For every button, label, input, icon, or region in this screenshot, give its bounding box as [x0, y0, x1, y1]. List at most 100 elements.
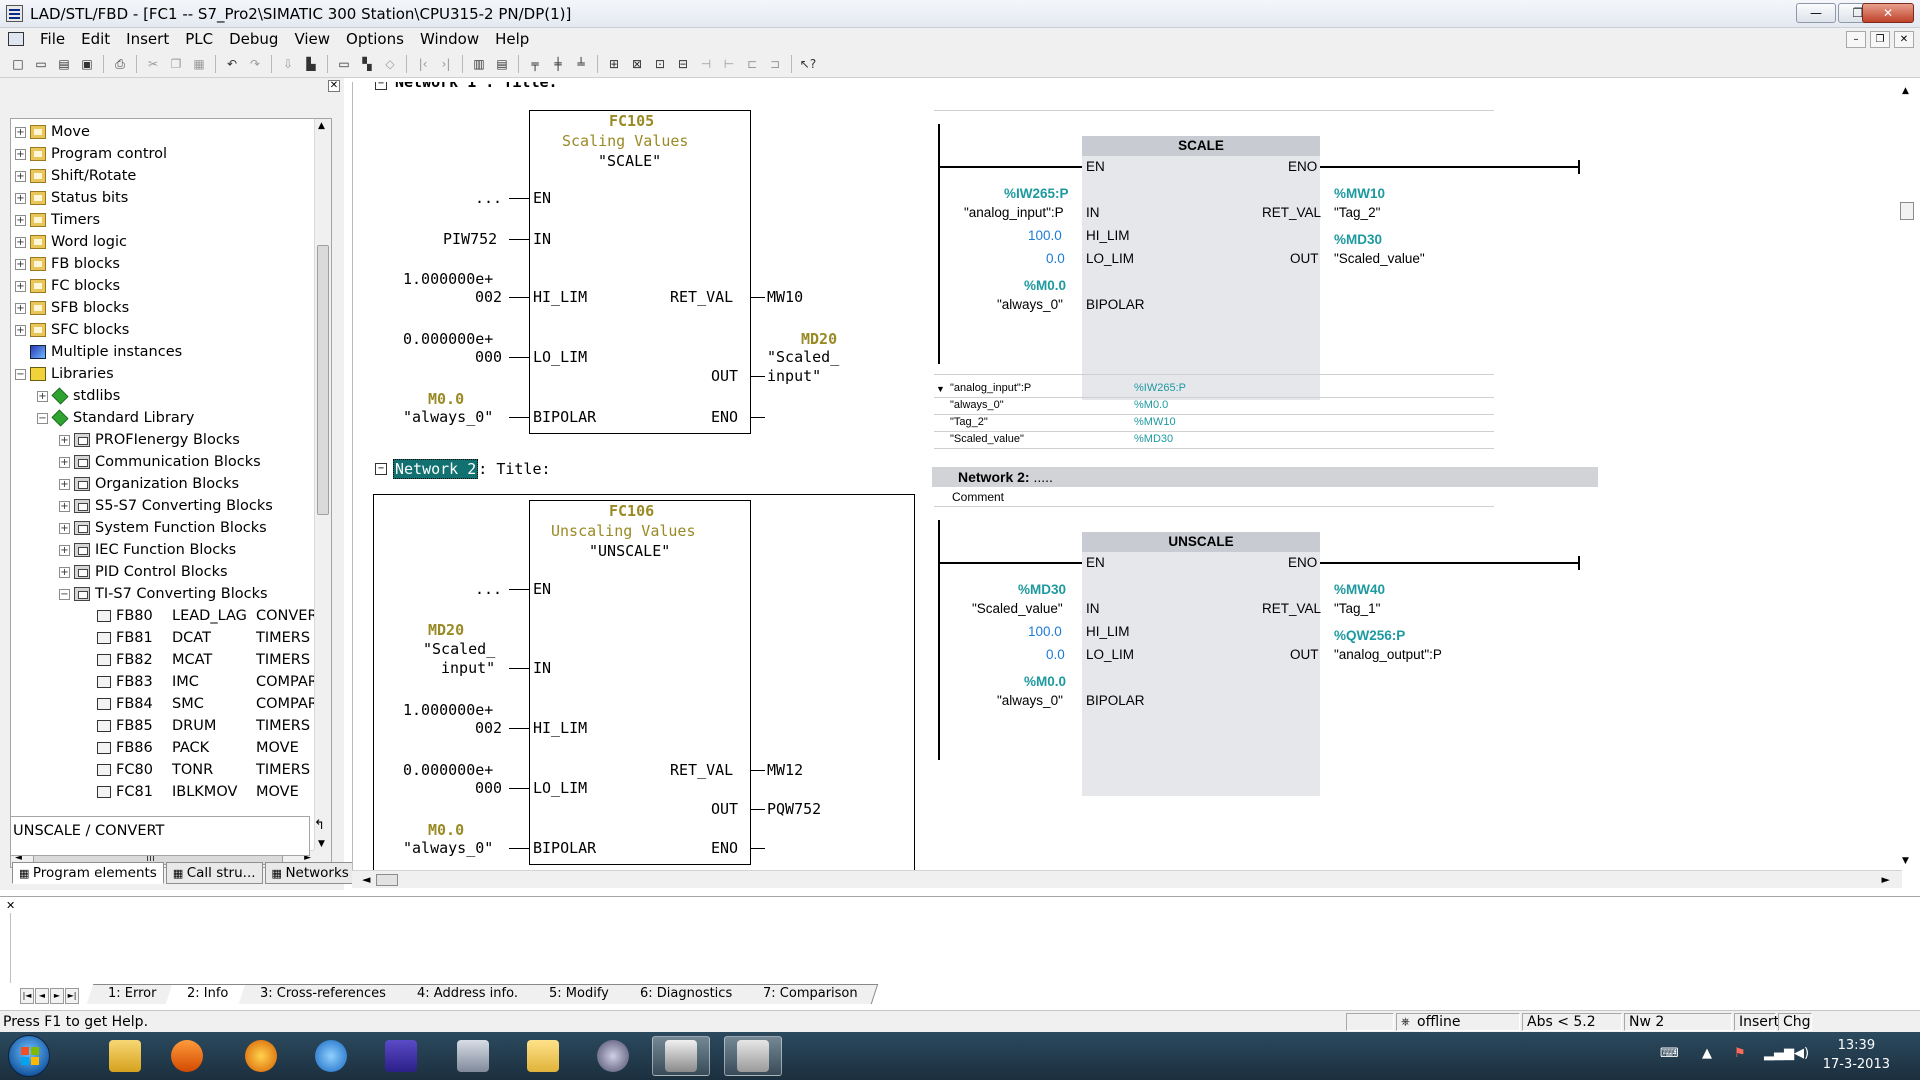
- expand-toggle-icon[interactable]: +: [15, 280, 26, 292]
- taskbar-lad-stl-fbd[interactable]: [724, 1036, 782, 1076]
- expand-toggle-icon[interactable]: +: [59, 478, 70, 490]
- menu-insert[interactable]: Insert: [126, 30, 170, 48]
- fbd-view-icon[interactable]: ⊠: [631, 57, 643, 71]
- scale-bip-symbol[interactable]: "always_0": [997, 297, 1063, 312]
- fc105-en-input[interactable]: ...: [475, 189, 503, 207]
- context-help-icon[interactable]: ↖?: [799, 57, 817, 71]
- expand-toggle-icon[interactable]: −: [59, 588, 70, 600]
- tray-volume-icon[interactable]: ◀): [1794, 1046, 1810, 1061]
- tree-item[interactable]: +IEC Function Blocks: [59, 539, 236, 561]
- unscale-hi-value[interactable]: 100.0: [1028, 624, 1062, 639]
- box-icon[interactable]: ⊡: [654, 57, 666, 71]
- tray-show-hidden-icon[interactable]: ▲: [1702, 1046, 1712, 1061]
- editor-vscroll-thumb[interactable]: [1900, 202, 1914, 220]
- tab-program-elements[interactable]: ▦ Program elements: [12, 862, 164, 884]
- unscale-ret-addr[interactable]: %MW40: [1334, 582, 1386, 597]
- taskbar-app-8[interactable]: [584, 1036, 642, 1076]
- menu-options[interactable]: Options: [346, 30, 404, 48]
- tree-item[interactable]: +FB blocks: [15, 253, 120, 275]
- taskbar-app-6[interactable]: [444, 1036, 502, 1076]
- network2-collapse-icon[interactable]: −: [375, 463, 387, 475]
- taskbar-app-9[interactable]: [652, 1036, 710, 1076]
- tree-item[interactable]: +Word logic: [15, 231, 127, 253]
- output-close-icon[interactable]: ✕: [6, 899, 16, 912]
- undo-icon[interactable]: ↶: [226, 57, 238, 71]
- editor-scroll-down-icon[interactable]: ▼: [1902, 856, 1909, 866]
- fc105-ret-value[interactable]: MW10: [767, 288, 804, 306]
- scroll-up-icon[interactable]: ▲: [318, 121, 325, 131]
- expand-toggle-icon[interactable]: +: [59, 456, 70, 468]
- network2-comment[interactable]: Comment: [952, 490, 1005, 504]
- tree-item[interactable]: +Shift/Rotate: [15, 165, 136, 187]
- editor-scroll-right-icon[interactable]: ►: [1881, 873, 1890, 886]
- tray-keyboard-icon[interactable]: ⌨: [1660, 1046, 1679, 1061]
- expand-toggle-icon[interactable]: +: [15, 258, 26, 270]
- unscale-bip-symbol[interactable]: "always_0": [997, 693, 1063, 708]
- unscale-ret-symbol[interactable]: "Tag_1": [1334, 601, 1381, 616]
- connector-icon[interactable]: ⊏: [746, 57, 758, 71]
- tag-name[interactable]: "Scaled_value": [950, 433, 1024, 445]
- menu-window[interactable]: Window: [419, 30, 480, 48]
- tag-address[interactable]: %M0.0: [1134, 399, 1169, 411]
- expand-toggle-icon[interactable]: +: [15, 126, 26, 138]
- close-button[interactable]: ✕: [1862, 3, 1914, 23]
- taskbar-ie[interactable]: [302, 1036, 360, 1076]
- tree-item[interactable]: +FC blocks: [15, 275, 120, 297]
- fbd-editor[interactable]: − Network 1 : Title: FC105 Scaling Value…: [352, 82, 932, 870]
- menu-plc[interactable]: PLC: [185, 30, 214, 48]
- fc105-hi-value-2[interactable]: 002: [475, 288, 503, 306]
- tree-item[interactable]: +Status bits: [15, 187, 128, 209]
- save-icon[interactable]: ▣: [81, 57, 93, 71]
- tree-item[interactable]: +SFC blocks: [15, 319, 129, 341]
- mdi-minimize-button[interactable]: –: [1846, 31, 1866, 48]
- scale-ret-addr[interactable]: %MW10: [1334, 186, 1386, 201]
- simulate-icon[interactable]: ▚: [362, 57, 372, 71]
- expand-toggle-icon[interactable]: +: [15, 214, 26, 226]
- menu-edit[interactable]: Edit: [81, 30, 111, 48]
- copy-icon[interactable]: ❐: [170, 57, 182, 71]
- new-icon[interactable]: □: [12, 57, 24, 71]
- fc105-block[interactable]: [529, 110, 751, 434]
- fc105-lo-value-1[interactable]: 0.000000e+: [403, 330, 494, 348]
- tab-networks[interactable]: ▦ Networks: [264, 862, 356, 884]
- breakpoint-icon[interactable]: ◇: [385, 57, 395, 71]
- fc106-bip-addr[interactable]: M0.0: [428, 821, 465, 839]
- unscale-in-symbol[interactable]: "Scaled_value": [972, 601, 1063, 616]
- tree-item[interactable]: +stdlibs: [37, 385, 120, 407]
- menu-help[interactable]: Help: [495, 30, 530, 48]
- paste-icon[interactable]: ▦: [193, 57, 205, 71]
- tab-error[interactable]: 1: Error: [86, 984, 177, 1004]
- monitor-icon[interactable]: ▭: [338, 57, 350, 71]
- expand-toggle-icon[interactable]: +: [59, 522, 70, 534]
- cut-icon[interactable]: ✂: [147, 57, 159, 71]
- overview-icon[interactable]: ▥: [473, 57, 485, 71]
- tree-vertical-scrollbar[interactable]: ▲ ▼: [314, 119, 331, 851]
- expand-toggle-icon[interactable]: +: [59, 566, 70, 578]
- tree-item[interactable]: −Libraries: [15, 363, 114, 385]
- expand-toggle-icon[interactable]: +: [15, 170, 26, 182]
- fc105-out-symbol-1[interactable]: "Scaled_: [767, 348, 840, 366]
- unscale-lo-value[interactable]: 0.0: [1046, 647, 1065, 662]
- ladder-view-icon[interactable]: ⊞: [608, 57, 620, 71]
- fc106-out-value[interactable]: PQW752: [767, 800, 822, 818]
- tab-diagnostics[interactable]: 6: Diagnostics: [618, 984, 753, 1004]
- taskbar-app-7[interactable]: [514, 1036, 572, 1076]
- scale-lo-value[interactable]: 0.0: [1046, 251, 1065, 266]
- network1-collapse-icon[interactable]: −: [375, 82, 387, 90]
- menu-debug[interactable]: Debug: [229, 30, 279, 48]
- tab-address-info[interactable]: 4: Address info.: [395, 984, 539, 1004]
- tab-prev-icon[interactable]: ◄: [35, 988, 49, 1004]
- fc106-hi-value-2[interactable]: 002: [475, 719, 503, 737]
- tree-item[interactable]: +System Function Blocks: [59, 517, 267, 539]
- expand-toggle-icon[interactable]: +: [15, 302, 26, 314]
- expand-toggle-icon[interactable]: +: [59, 434, 70, 446]
- mdi-close-button[interactable]: ✕: [1894, 31, 1914, 48]
- tia-comparison-view[interactable]: SCALE EN ENO IN HI_LIM LO_LIM BIPOLAR RE…: [932, 82, 1892, 870]
- assign-icon[interactable]: ⊟: [677, 57, 689, 71]
- close-branch-icon[interactable]: ╧: [577, 57, 585, 71]
- fc105-bip-addr[interactable]: M0.0: [428, 390, 465, 408]
- fc106-bip-symbol[interactable]: "always_0": [403, 839, 494, 857]
- fc105-hi-value-1[interactable]: 1.000000e+: [403, 270, 494, 288]
- new-network-icon[interactable]: ╤: [531, 57, 539, 71]
